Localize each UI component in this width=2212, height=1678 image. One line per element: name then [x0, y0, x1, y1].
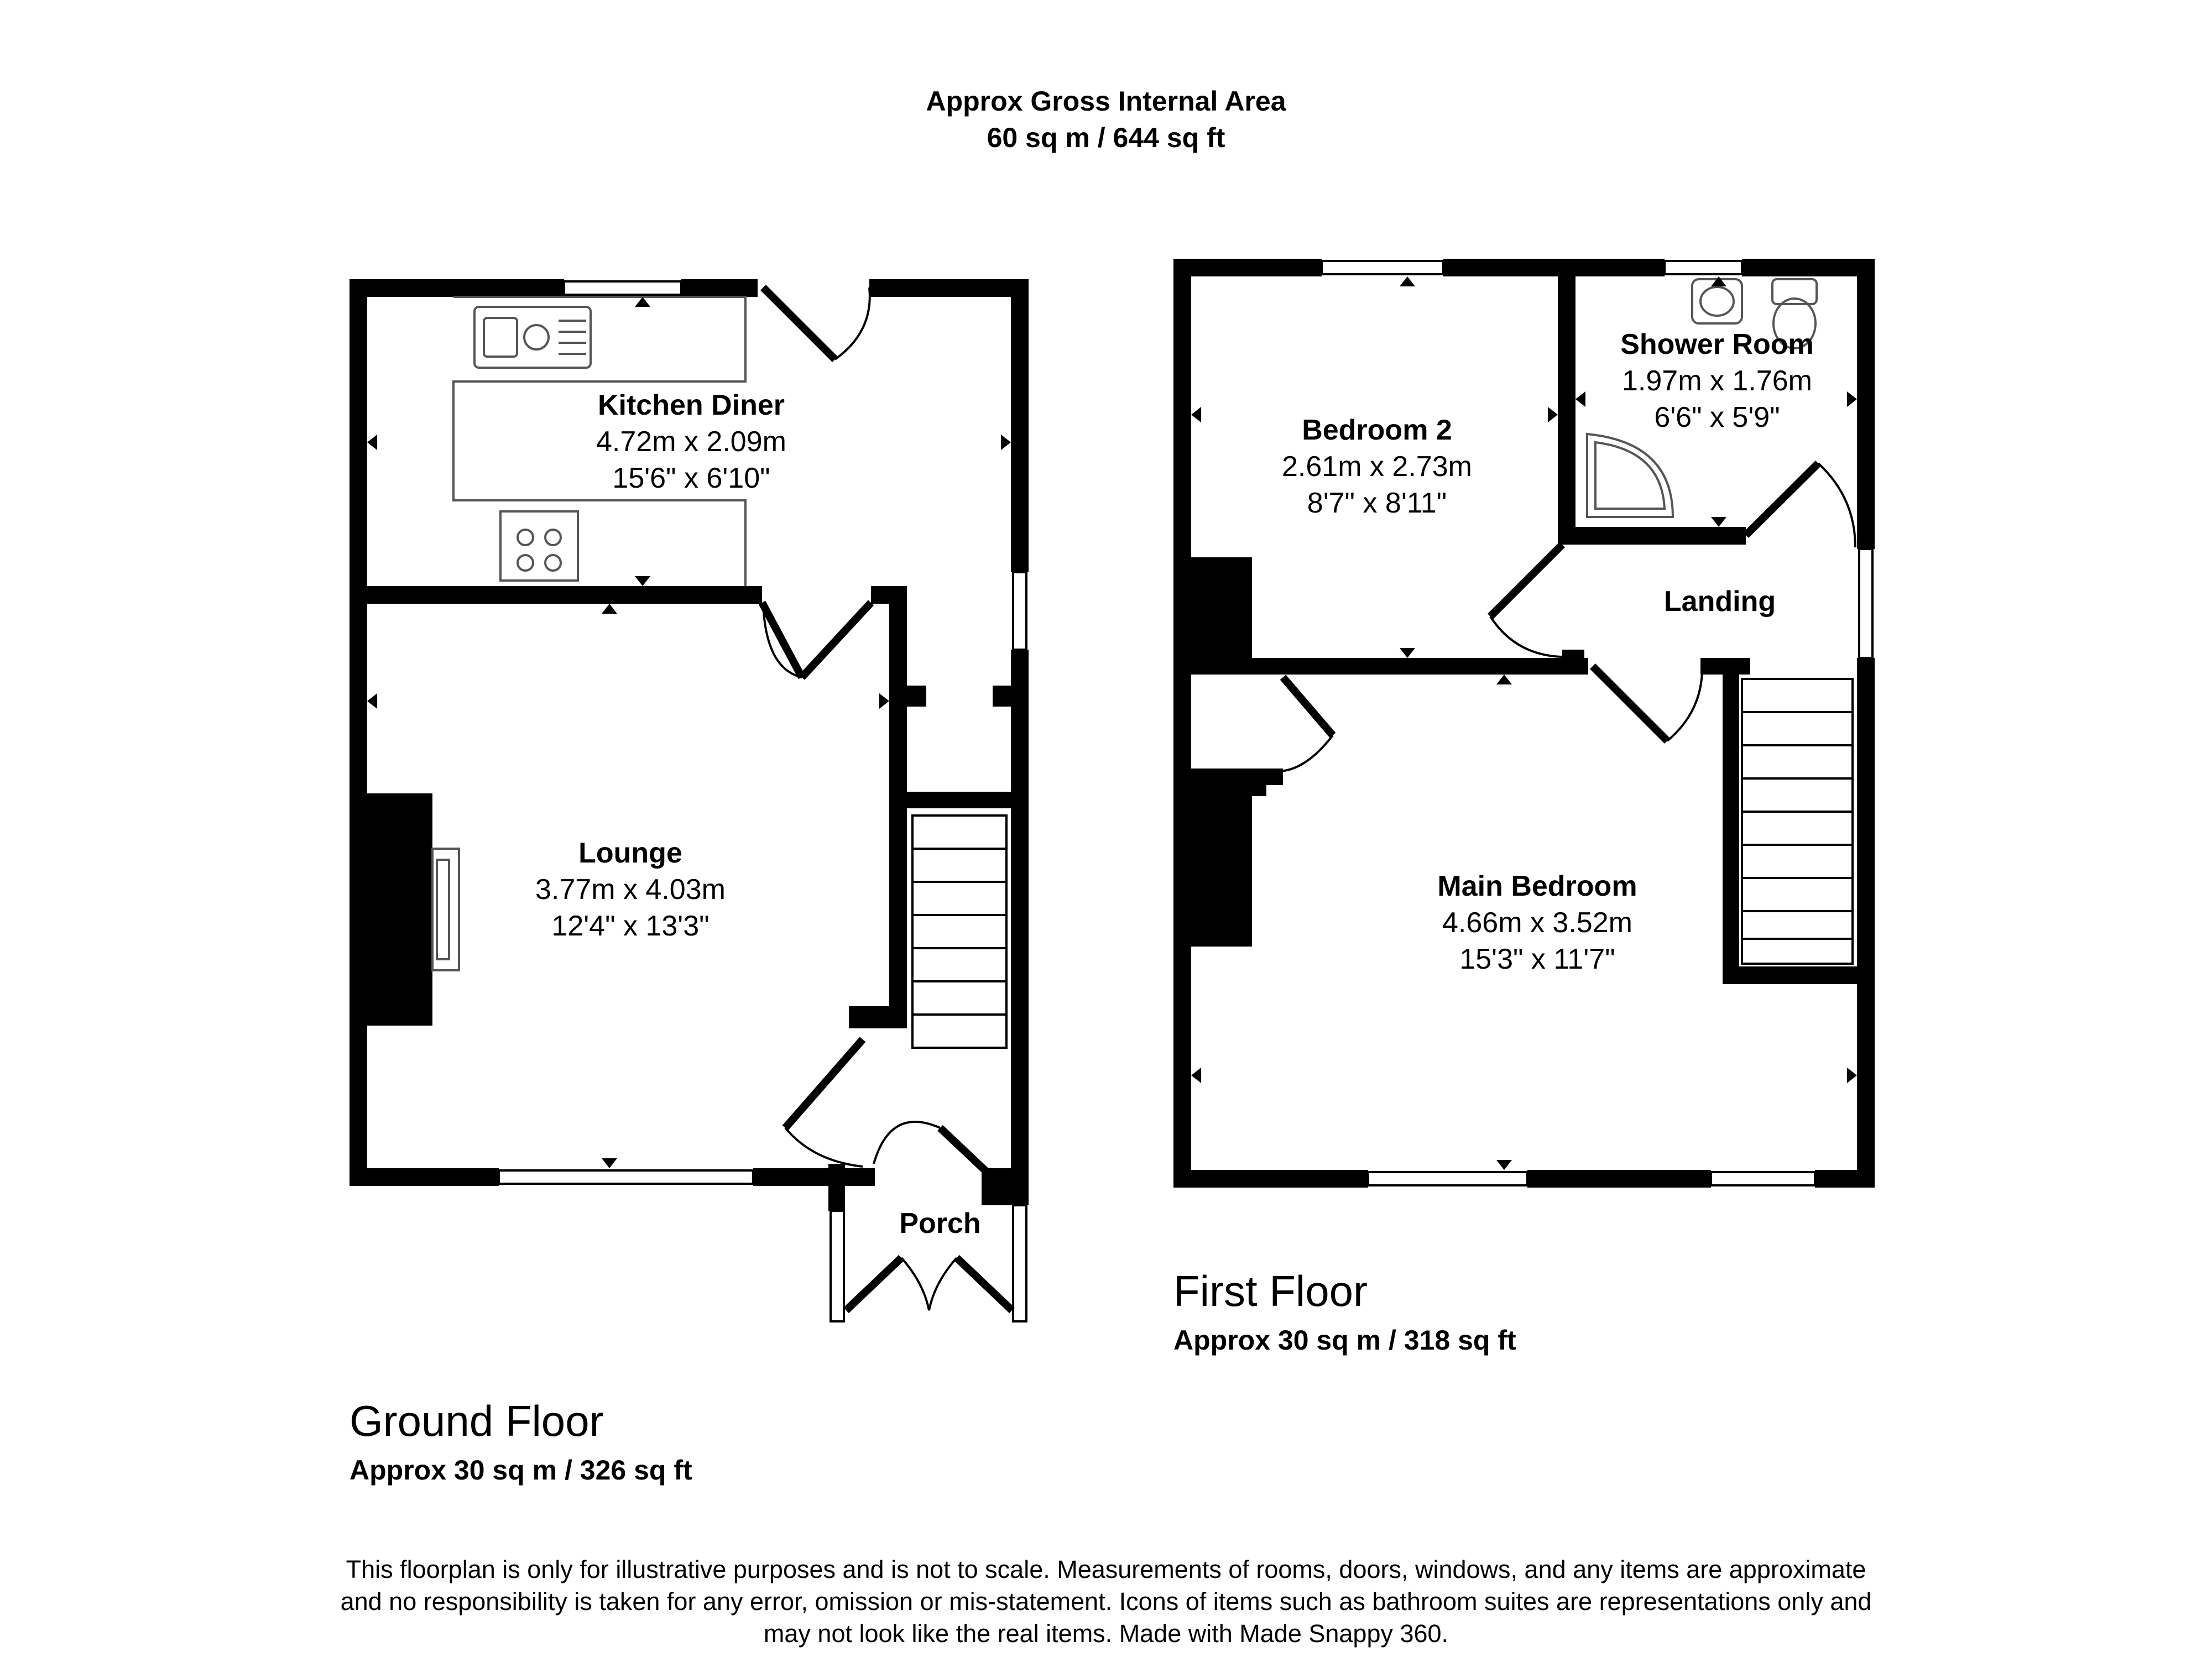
first-walls — [1173, 259, 1875, 1188]
ground-door-swings — [762, 287, 958, 1311]
area-header: Approx Gross Internal Area 60 sq m / 644… — [0, 83, 2212, 156]
first-doors — [1280, 461, 1821, 744]
ground-dimension-arrows — [367, 297, 1011, 1168]
disclaimer-line: This floorplan is only for illustrative … — [346, 1555, 1866, 1583]
disclaimer-line: may not look like the real items. Made w… — [763, 1619, 1449, 1648]
bathroom-fixtures — [1586, 278, 1818, 518]
room-label-porch: Porch — [899, 1207, 981, 1240]
ground-stairs — [911, 814, 1008, 1049]
room-label-landing: Landing — [1663, 586, 1776, 618]
first-windows — [1321, 260, 1874, 1186]
room-label-kitchen: Kitchen Diner 4.72m x 2.09m 15'6" x 6'10… — [553, 387, 830, 496]
room-name: Main Bedroom — [1437, 870, 1637, 902]
fireplace — [431, 848, 460, 971]
floor-title: First Floor — [1173, 1267, 1368, 1315]
room-label-bedroom-2: Bedroom 2 2.61m x 2.73m 8'7" x 8'11" — [1239, 412, 1515, 521]
ground-walls — [349, 279, 1029, 1211]
room-name: Kitchen Diner — [597, 389, 785, 421]
room-imperial: 8'7" x 8'11" — [1307, 487, 1447, 519]
first-floor-plan — [1173, 259, 1875, 1188]
room-label-shower-room: Shower Room 1.97m x 1.76m 6'6" x 5'9" — [1579, 326, 1855, 436]
header-title: Approx Gross Internal Area — [926, 86, 1286, 117]
first-door-swings — [1277, 462, 1856, 772]
room-metric: 1.97m x 1.76m — [1622, 365, 1812, 397]
ground-floor-caption: Ground Floor Approx 30 sq m / 326 sq ft — [349, 1396, 692, 1486]
first-stairs — [1741, 678, 1854, 965]
room-metric: 4.72m x 2.09m — [596, 426, 786, 458]
room-label-main-bedroom: Main Bedroom 4.66m x 3.52m 15'3" x 11'7" — [1383, 868, 1692, 977]
header-area: 60 sq m / 644 sq ft — [987, 122, 1225, 153]
floor-area: Approx 30 sq m / 318 sq ft — [1173, 1325, 1516, 1356]
room-imperial: 15'6" x 6'10" — [612, 462, 770, 494]
room-name: Shower Room — [1620, 328, 1814, 360]
floor-title: Ground Floor — [349, 1397, 604, 1445]
room-metric: 4.66m x 3.52m — [1442, 907, 1632, 939]
first-floor-caption: First Floor Approx 30 sq m / 318 sq ft — [1173, 1266, 1516, 1356]
kitchen-worktop — [452, 296, 747, 586]
room-name: Bedroom 2 — [1302, 414, 1452, 446]
ground-floor-plan — [349, 279, 1029, 1322]
disclaimer-line: and no responsibility is taken for any e… — [340, 1587, 1872, 1616]
room-label-lounge: Lounge 3.77m x 4.03m 12'4" x 13'3" — [498, 835, 763, 944]
ground-doors — [758, 285, 1015, 1314]
room-imperial: 6'6" x 5'9" — [1654, 401, 1780, 433]
room-metric: 2.61m x 2.73m — [1282, 451, 1472, 483]
floor-area: Approx 30 sq m / 326 sq ft — [349, 1455, 692, 1486]
room-imperial: 15'3" x 11'7" — [1459, 943, 1615, 975]
room-name: Lounge — [578, 837, 682, 869]
disclaimer: This floorplan is only for illustrative … — [0, 1554, 2212, 1650]
room-metric: 3.77m x 4.03m — [535, 874, 726, 906]
first-dimension-arrows — [1191, 276, 1857, 1170]
ground-windows — [498, 280, 1027, 1322]
room-imperial: 12'4" x 13'3" — [551, 910, 709, 942]
